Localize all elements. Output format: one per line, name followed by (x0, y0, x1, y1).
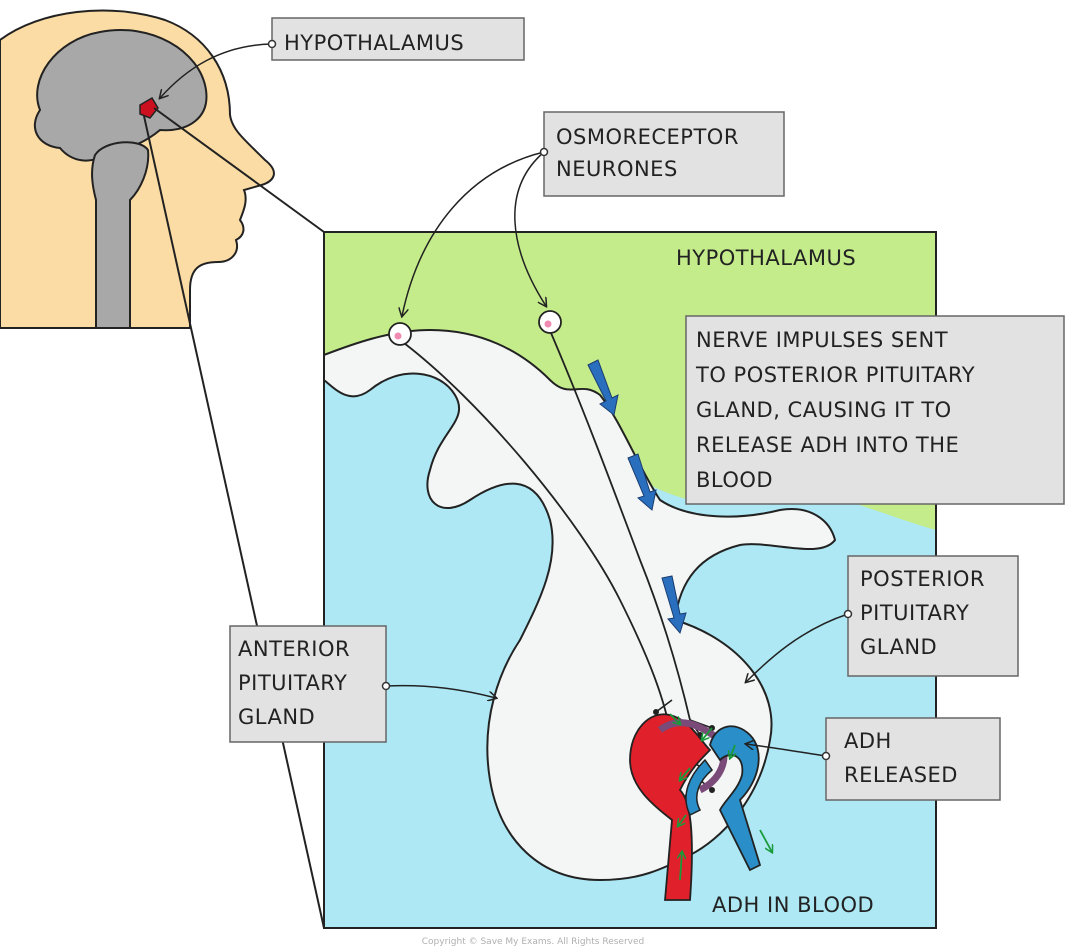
head-illustration (0, 10, 274, 328)
label-osmoreceptor-line1: OSMORECEPTOR (556, 125, 739, 149)
label-anterior-line2: PITUITARY (238, 671, 347, 695)
label-hypothalamus-region: HYPOTHALAMUS (676, 246, 856, 270)
osmoreceptor-cell-left (389, 323, 411, 345)
label-posterior-line2: PITUITARY (860, 601, 969, 625)
label-anterior: ANTERIOR PITUITARY GLAND (230, 626, 390, 742)
label-osmoreceptor-line2: NEURONES (556, 157, 678, 181)
label-hypothalamus-head-text: HYPOTHALAMUS (284, 31, 464, 55)
label-adh-released-line1: ADH (844, 729, 892, 753)
label-adh-released-line2: RELEASED (844, 763, 958, 787)
label-adh-released: ADH RELEASED (823, 718, 1001, 800)
label-osmoreceptor: OSMORECEPTOR NEURONES (541, 112, 785, 196)
label-posterior: POSTERIOR PITUITARY GLAND (845, 556, 1019, 676)
label-adh-in-blood: ADH IN BLOOD (712, 893, 874, 917)
copyright-text: Copyright © Save My Exams. All Rights Re… (422, 937, 644, 947)
label-nerve-line2: TO POSTERIOR PITUITARY (695, 363, 975, 387)
osmoreceptor-cell-right (539, 311, 561, 333)
label-nerve-line4: RELEASE ADH INTO THE (696, 433, 959, 457)
label-nerve-line5: BLOOD (696, 468, 773, 492)
label-nerve-line1: NERVE IMPULSES SENT (696, 328, 948, 352)
label-nerve-impulses: NERVE IMPULSES SENT TO POSTERIOR PITUITA… (686, 316, 1064, 504)
label-anterior-line1: ANTERIOR (238, 637, 350, 661)
label-posterior-line3: GLAND (860, 635, 937, 659)
label-hypothalamus-head: HYPOTHALAMUS (269, 18, 525, 60)
label-posterior-line1: POSTERIOR (860, 567, 985, 591)
label-anterior-line3: GLAND (238, 705, 315, 729)
label-nerve-line3: GLAND, CAUSING IT TO (696, 398, 952, 422)
